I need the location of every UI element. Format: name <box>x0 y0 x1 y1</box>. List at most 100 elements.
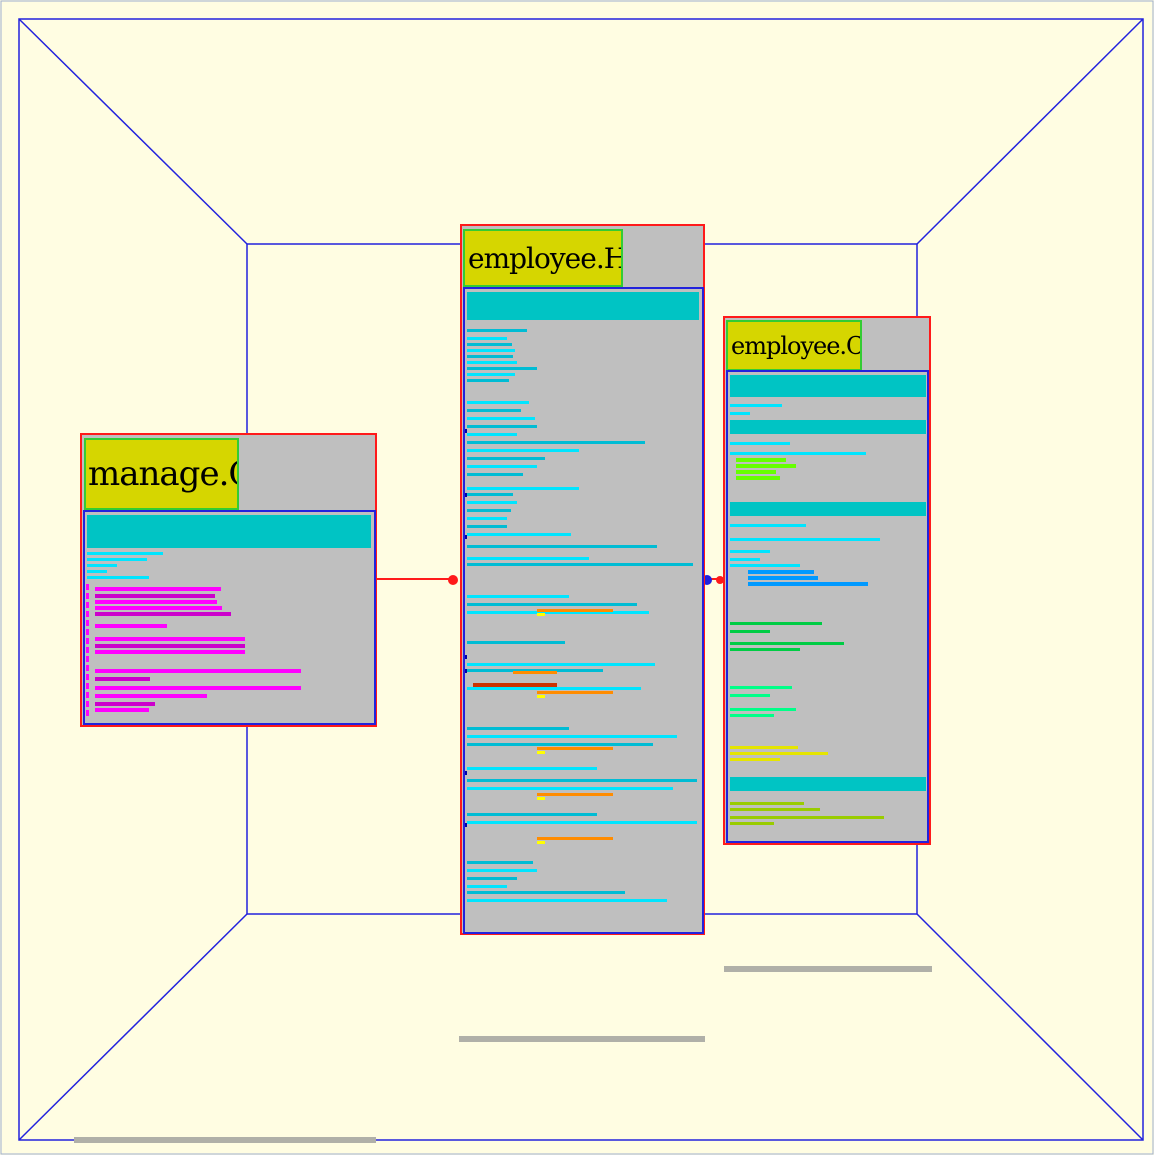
code-line <box>467 641 565 644</box>
code-line <box>730 686 792 689</box>
code-line <box>87 570 107 573</box>
code-line <box>465 493 467 497</box>
file-name: employee.H <box>468 241 623 275</box>
code-line <box>467 557 589 560</box>
code-view[interactable] <box>83 510 376 725</box>
code-line <box>467 449 579 452</box>
code-line <box>95 708 149 712</box>
code-line <box>465 429 467 433</box>
code-line <box>467 767 597 770</box>
code-line <box>537 695 545 698</box>
code-line <box>730 808 820 811</box>
code-line <box>467 611 649 614</box>
code-line <box>86 584 89 590</box>
code-line <box>86 674 89 680</box>
code-line <box>467 669 603 672</box>
code-line <box>467 877 517 880</box>
room-outer-frame <box>18 18 1144 1141</box>
code-line <box>86 593 89 599</box>
code-line <box>537 751 545 754</box>
code-line <box>513 671 557 674</box>
room-edge-top-right <box>916 18 1144 245</box>
code-line <box>86 638 89 644</box>
code-line <box>467 349 515 352</box>
code-line <box>467 343 512 346</box>
code-line <box>467 473 523 476</box>
code-line <box>95 606 222 610</box>
file-panel-employee-h[interactable]: employee.H <box>460 224 705 935</box>
code-line <box>467 509 511 512</box>
code-line <box>467 457 545 460</box>
code-line <box>467 545 657 548</box>
code-line <box>748 582 868 586</box>
code-line <box>467 441 645 444</box>
code-line <box>730 564 800 567</box>
code-line <box>467 517 507 520</box>
room-edge-bottom-left <box>18 913 248 1141</box>
room-edge-top-left <box>18 18 248 245</box>
code-line <box>467 735 677 738</box>
code-line <box>95 650 245 654</box>
code-line <box>467 487 579 490</box>
code-line <box>467 417 535 420</box>
file-title[interactable]: employee.H <box>463 229 623 287</box>
code-line <box>736 458 786 462</box>
code-line <box>537 747 613 750</box>
code-line <box>467 595 569 598</box>
code-line <box>465 655 467 659</box>
code-line <box>95 612 231 616</box>
code-line <box>467 409 521 412</box>
code-line <box>467 727 569 730</box>
code-line <box>537 797 545 800</box>
code-line <box>86 620 89 626</box>
code-line <box>730 822 774 825</box>
code-line <box>736 476 780 480</box>
code-line <box>95 637 245 641</box>
code-line <box>467 465 537 468</box>
code-line <box>467 433 517 436</box>
code-line <box>537 793 613 796</box>
code-line <box>86 647 89 653</box>
code-line <box>467 663 655 666</box>
code-line <box>467 501 517 504</box>
code-line <box>467 337 507 340</box>
code-line <box>467 869 537 872</box>
code-line <box>730 420 926 434</box>
code-line <box>87 558 147 561</box>
code-line <box>465 823 467 827</box>
code-line <box>95 677 150 681</box>
file-title[interactable]: employee.C <box>726 320 862 371</box>
code-line <box>467 373 515 376</box>
code-line <box>95 644 245 648</box>
code-line <box>465 535 467 539</box>
code-line <box>86 665 89 671</box>
shadow-employee-c <box>724 966 932 972</box>
code-line <box>730 758 780 761</box>
code-line <box>467 525 507 528</box>
code-line <box>730 452 866 455</box>
code-line <box>537 837 613 840</box>
code-line <box>730 404 782 407</box>
code-line <box>748 576 818 580</box>
code-line <box>467 361 517 364</box>
code-view[interactable] <box>726 370 929 843</box>
code-line <box>736 470 776 474</box>
file-panel-employee-c[interactable]: employee.C <box>723 316 931 845</box>
code-line <box>467 563 693 566</box>
shadow-employee-h <box>459 1036 705 1042</box>
code-line <box>467 787 673 790</box>
code-line <box>467 861 533 864</box>
code-line <box>95 686 301 690</box>
code-line <box>467 899 667 902</box>
file-name: employee.C <box>731 331 862 360</box>
code-line <box>87 576 149 579</box>
code-line <box>730 642 844 645</box>
code-line <box>86 602 89 608</box>
code-line <box>730 622 822 625</box>
code-line <box>87 515 371 548</box>
code-view[interactable] <box>463 287 704 934</box>
code-line <box>730 524 806 527</box>
file-title[interactable]: manage.C <box>84 438 239 510</box>
file-panel-manage[interactable]: manage.C <box>80 433 377 727</box>
code-line <box>537 691 613 694</box>
